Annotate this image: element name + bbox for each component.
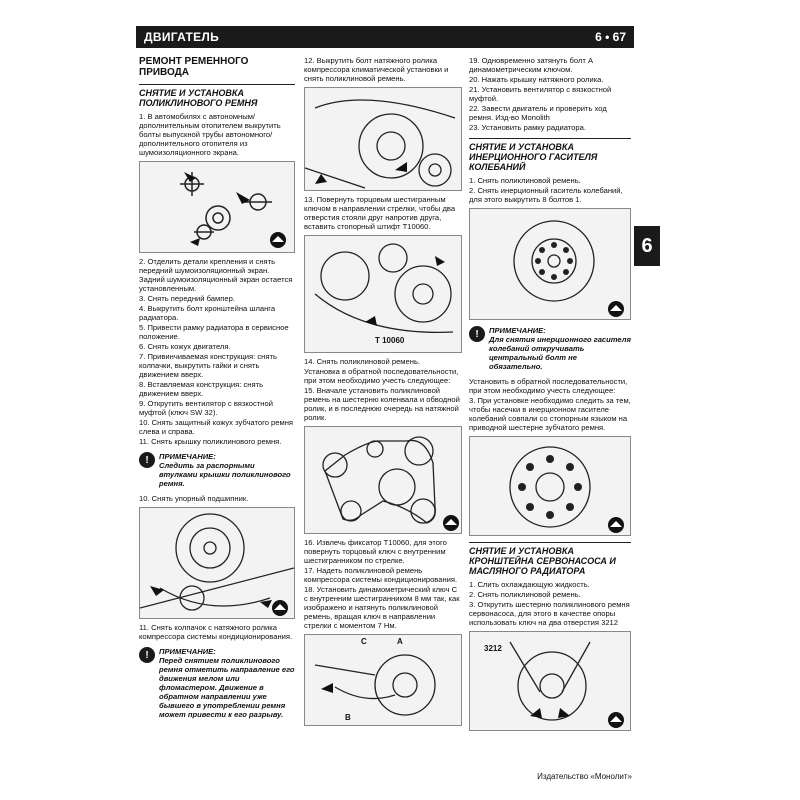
- exclamation-icon: !: [139, 452, 155, 468]
- paragraph: 3. При установке необходимо следить за т…: [469, 396, 631, 432]
- paragraph: 20. Нажать крышку натяжного ролика.: [469, 75, 604, 84]
- figure-pulley-bearing: [139, 507, 295, 619]
- figure-label: C: [361, 637, 367, 646]
- paragraph: 21. Установить вентилятор с вязкостной м…: [469, 85, 612, 103]
- list-item: 9. Открутить вентилятор с вязкостной муф…: [139, 399, 273, 417]
- list-item: 2. Отделить детали крепления и снять пер…: [139, 257, 293, 293]
- note-heading: ПРИМЕЧАНИЕ:: [159, 452, 216, 461]
- paragraph: 16. Извлечь фиксатор Т10060, для этого п…: [304, 538, 447, 565]
- column-1: РЕМОНТ РЕМЕННОГО ПРИВОДА СНЯТИЕ И УСТАНО…: [139, 56, 295, 725]
- figure-label: 3212: [484, 644, 502, 653]
- list-item: 7. Привинчиваемая конструкция: снять кол…: [139, 352, 277, 379]
- subsection-heading: СНЯТИЕ И УСТАНОВКА ИНЕРЦИОННОГО ГАСИТЕЛЯ…: [469, 138, 631, 172]
- chapter-heading: РЕМОНТ РЕМЕННОГО ПРИВОДА: [139, 56, 249, 78]
- paragraph: 11. Снять колпачок с натяжного ролика ко…: [139, 623, 293, 641]
- column-3: 19. Одновременно затянуть болт A динамом…: [469, 56, 631, 735]
- paragraph: 1. Снять поликлиновой ремень.: [469, 176, 581, 185]
- paragraph: 18. Установить динамометрический ключ С …: [304, 585, 460, 630]
- paragraph: 12. Выкрутить болт натяжного ролика комп…: [304, 56, 449, 83]
- note-heading: ПРИМЕЧАНИЕ:: [159, 647, 216, 656]
- paragraph: 1. Слить охлаждающую жидкость.: [469, 580, 590, 589]
- exclamation-icon: !: [139, 647, 155, 663]
- page-header: ДВИГАТЕЛЬ 6 • 67: [136, 26, 634, 48]
- paragraph: 13. Повернуть торцовым шестигранным ключ…: [304, 195, 456, 231]
- figure-label: A: [397, 637, 403, 646]
- figure-label: T 10060: [375, 336, 405, 345]
- note-box: ! ПРИМЕЧАНИЕ:Перед снятием поликлинового…: [139, 647, 295, 719]
- note-text: Для снятия инерционного гасителя колебан…: [489, 335, 631, 371]
- paragraph: 17. Надеть поликлиновой ремень компрессо…: [304, 566, 458, 584]
- paragraph: 1. В автомобилях с автономным/дополнител…: [139, 112, 281, 157]
- paragraph: 3. Открутить шестерню поликлинового ремн…: [469, 600, 630, 627]
- page-number: 6 • 67: [595, 30, 626, 44]
- chapter-tab: 6: [634, 226, 660, 266]
- figure-crank-lock: T 10060: [304, 235, 462, 353]
- steps-list: 2. Отделить детали крепления и снять пер…: [139, 257, 295, 446]
- note-box: ! ПРИМЕЧАНИЕ:Для снятия инерционного гас…: [469, 326, 631, 371]
- paragraph: 10. Снять упорный подшипник.: [139, 494, 249, 503]
- list-item: 5. Привести рамку радиатора в сервисное …: [139, 323, 289, 341]
- publisher-footer: Издательство «Монолит»: [537, 772, 632, 781]
- list-item: 10. Снять защитный кожух зубчатого ремня…: [139, 418, 294, 436]
- paragraph: Установить в обратной последовательности…: [469, 377, 628, 395]
- figure-servo-pulley: 3212: [469, 631, 631, 731]
- exclamation-icon: !: [469, 326, 485, 342]
- figure-torque-wrench: C A B: [304, 634, 462, 726]
- note-heading: ПРИМЕЧАНИЕ:: [489, 326, 546, 335]
- list-item: 4. Выкрутить болт кронштейна шланга ради…: [139, 304, 276, 322]
- paragraph: 2. Снять поликлиновой ремень.: [469, 590, 581, 599]
- paragraph: 19. Одновременно затянуть болт A динамом…: [469, 56, 593, 74]
- paragraph: 14. Снять поликлиновой ремень.: [304, 357, 421, 366]
- figure-label: B: [345, 713, 351, 722]
- list-item: 6. Снять кожух двигателя.: [139, 342, 231, 351]
- subsection-heading: СНЯТИЕ И УСТАНОВКА КРОНШТЕЙНА СЕРВОНАСОС…: [469, 542, 631, 576]
- paragraph: Установка в обратной последовательности,…: [304, 367, 459, 385]
- paragraph: 23. Установить рамку радиатора.: [469, 123, 586, 132]
- column-2: 12. Выкрутить болт натяжного ролика комп…: [304, 56, 462, 730]
- list-item: 3. Снять передний бампер.: [139, 294, 235, 303]
- note-text: Следить за распорными втулками крышки по…: [159, 461, 291, 488]
- figure-heater-parts: [139, 161, 295, 253]
- note-text: Перед снятием поликлинового ремня отмети…: [159, 656, 295, 719]
- figure-belt-routing: [304, 426, 462, 534]
- paragraph: 22. Завести двигатель и проверить ход ре…: [469, 104, 607, 122]
- paragraph: 15. Вначале установить поликлиновой реме…: [304, 386, 460, 422]
- section-title: ДВИГАТЕЛЬ: [144, 30, 220, 44]
- figure-damper-notches: [469, 436, 631, 536]
- paragraph: 2. Снять инерционный гаситель колебаний,…: [469, 186, 623, 204]
- list-item: 11. Снять крышку поликлинового ремня.: [139, 437, 282, 446]
- list-item: 8. Вставляемая конструкция: снять движен…: [139, 380, 264, 398]
- figure-damper-bolts: [469, 208, 631, 320]
- subsection-heading: СНЯТИЕ И УСТАНОВКА ПОЛИКЛИНОВОГО РЕМНЯ: [139, 84, 295, 108]
- figure-tensioner: [304, 87, 462, 191]
- note-box: ! ПРИМЕЧАНИЕ:Следить за распорными втулк…: [139, 452, 295, 488]
